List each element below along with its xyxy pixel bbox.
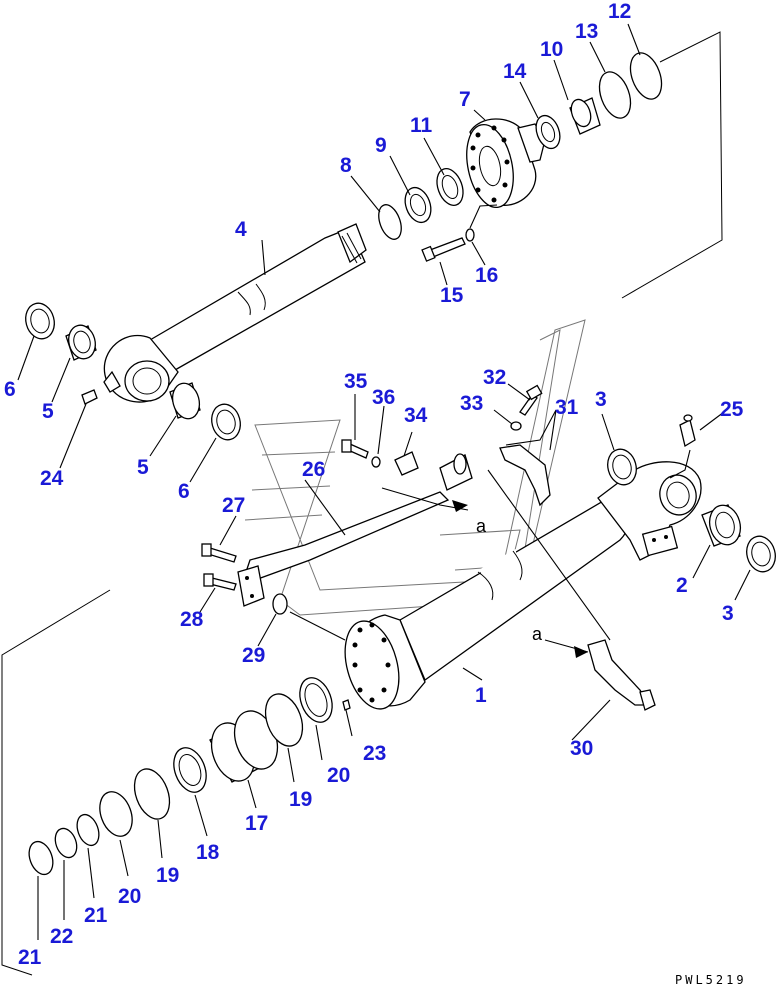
callout-6: 6 bbox=[4, 378, 16, 401]
clamp-bolts bbox=[341, 384, 543, 468]
callout-8: 8 bbox=[340, 154, 352, 177]
callout-numbers: 1 2 3 3 4 5 5 6 6 7 8 9 10 11 12 13 14 1… bbox=[4, 0, 744, 969]
callout-32: 32 bbox=[483, 366, 506, 389]
drawing-code: PWL5219 bbox=[675, 973, 747, 987]
callout-28: 28 bbox=[180, 608, 204, 631]
callout-35: 35 bbox=[344, 370, 368, 393]
callout-5: 5 bbox=[137, 456, 149, 479]
callout-13: 13 bbox=[575, 20, 598, 43]
callout-24: 24 bbox=[40, 467, 64, 490]
grease-fittings bbox=[669, 414, 696, 479]
callout-22: 22 bbox=[50, 925, 73, 948]
callout-14: 14 bbox=[503, 60, 527, 83]
callout-3: 3 bbox=[722, 602, 734, 625]
callout-6: 6 bbox=[178, 480, 190, 503]
rod-end-bushings bbox=[25, 302, 241, 441]
callout-19: 19 bbox=[156, 864, 179, 887]
callout-20: 20 bbox=[118, 885, 141, 908]
callout-34: 34 bbox=[404, 404, 428, 427]
callout-2: 2 bbox=[676, 574, 688, 597]
callout-4: 4 bbox=[235, 218, 247, 241]
tube-end-bushings bbox=[607, 448, 776, 573]
cylinder-head bbox=[466, 118, 546, 208]
callout-9: 9 bbox=[375, 134, 387, 157]
callout-15: 15 bbox=[440, 284, 464, 307]
callout-3: 3 bbox=[595, 388, 607, 411]
callout-21: 21 bbox=[18, 946, 42, 969]
callout-26: 26 bbox=[302, 458, 325, 481]
upper-seals bbox=[378, 52, 663, 240]
callout-17: 17 bbox=[245, 812, 268, 835]
reference-letters: a a bbox=[476, 516, 543, 644]
head-bolt bbox=[421, 204, 498, 262]
flange-bolts bbox=[201, 543, 288, 615]
callout-7: 7 bbox=[459, 88, 471, 111]
callout-29: 29 bbox=[242, 644, 265, 667]
callout-10: 10 bbox=[540, 38, 563, 61]
piston-rod bbox=[103, 223, 367, 403]
callout-23: 23 bbox=[363, 742, 386, 765]
lower-seals bbox=[28, 677, 351, 876]
callout-33: 33 bbox=[460, 392, 483, 415]
frame-lines bbox=[1, 31, 723, 976]
callout-25: 25 bbox=[720, 398, 744, 421]
reference-letter-lower: a bbox=[532, 624, 543, 644]
callout-16: 16 bbox=[475, 264, 498, 287]
callout-11: 11 bbox=[410, 114, 433, 137]
callout-20: 20 bbox=[327, 764, 350, 787]
reference-arrows bbox=[452, 500, 588, 658]
callout-31: 31 bbox=[555, 396, 579, 419]
callout-12: 12 bbox=[608, 0, 631, 23]
callout-19: 19 bbox=[289, 788, 312, 811]
cylinder-tube bbox=[344, 461, 702, 710]
callout-5: 5 bbox=[42, 400, 54, 423]
reference-letter-upper: a bbox=[476, 516, 487, 536]
callout-18: 18 bbox=[196, 841, 220, 864]
callout-30: 30 bbox=[570, 737, 593, 760]
callout-21: 21 bbox=[84, 904, 108, 927]
callout-1: 1 bbox=[475, 684, 487, 707]
hydraulic-pipe bbox=[237, 444, 656, 711]
callout-36: 36 bbox=[372, 386, 395, 409]
callout-27: 27 bbox=[222, 494, 245, 517]
